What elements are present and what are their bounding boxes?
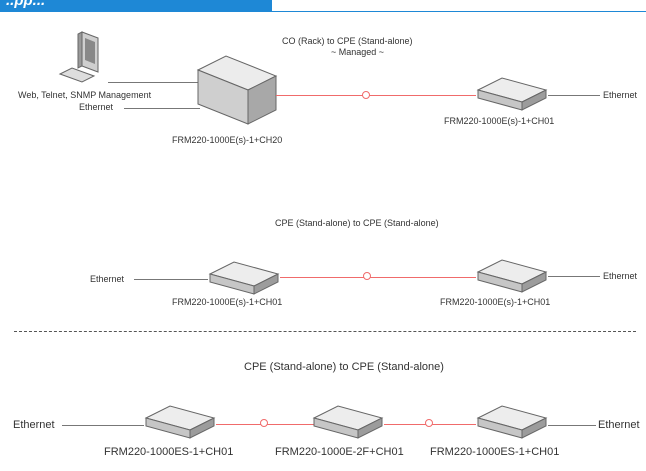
section3-ethernet-left: Ethernet [13, 419, 55, 431]
section2-ethernet-left: Ethernet [90, 274, 125, 284]
header-title: ..pp... [6, 0, 46, 9]
section1-ethernet-right: Ethernet [603, 90, 638, 100]
rack-device-label: FRM220-1000E(s)-1+CH20 [172, 135, 283, 145]
fiber-connector-icon [260, 419, 268, 427]
header-rule [272, 11, 646, 12]
rack-chassis-icon [196, 55, 278, 125]
cpe-device-icon [476, 259, 548, 293]
section1-ethernet-left: Ethernet [79, 102, 114, 112]
cpe-device-icon [208, 261, 280, 295]
device-label-left: FRM220-1000E(s)-1+CH01 [172, 297, 283, 307]
device-label-middle: FRM220-1000E-2F+CH01 [275, 446, 404, 458]
cpe-device-icon [476, 405, 548, 439]
header-banner: ..pp... [0, 0, 272, 12]
section-divider [14, 331, 636, 332]
fiber-connector-icon [363, 272, 371, 280]
fiber-connector-icon [362, 91, 370, 99]
device-label-right: FRM220-1000ES-1+CH01 [430, 446, 560, 458]
cpe-device-label: FRM220-1000E(s)-1+CH01 [444, 116, 555, 126]
ethernet-link [548, 276, 600, 277]
cpe-device-icon [312, 405, 384, 439]
ethernet-link [548, 425, 596, 426]
management-link [108, 82, 200, 83]
section2-ethernet-right: Ethernet [603, 271, 638, 281]
cpe-device-icon [476, 77, 548, 111]
computer-icon [58, 31, 99, 83]
fiber-link [280, 277, 476, 278]
section3-title: CPE (Stand-alone) to CPE (Stand-alone) [244, 361, 444, 373]
section2-title: CPE (Stand-alone) to CPE (Stand-alone) [275, 218, 439, 228]
ethernet-link [548, 95, 600, 96]
cpe-device-icon [144, 405, 216, 439]
fiber-link [276, 95, 476, 96]
fiber-connector-icon [425, 419, 433, 427]
device-label-left: FRM220-1000ES-1+CH01 [104, 446, 234, 458]
device-label-right: FRM220-1000E(s)-1+CH01 [440, 297, 551, 307]
section1-title: CO (Rack) to CPE (Stand-alone) [282, 36, 413, 46]
ethernet-link [62, 425, 144, 426]
ethernet-link [134, 279, 208, 280]
ethernet-link [124, 108, 200, 109]
section1-subtitle: ~ Managed ~ [331, 47, 385, 57]
management-label: Web, Telnet, SNMP Management [18, 90, 152, 100]
section3-ethernet-right: Ethernet [598, 419, 640, 431]
